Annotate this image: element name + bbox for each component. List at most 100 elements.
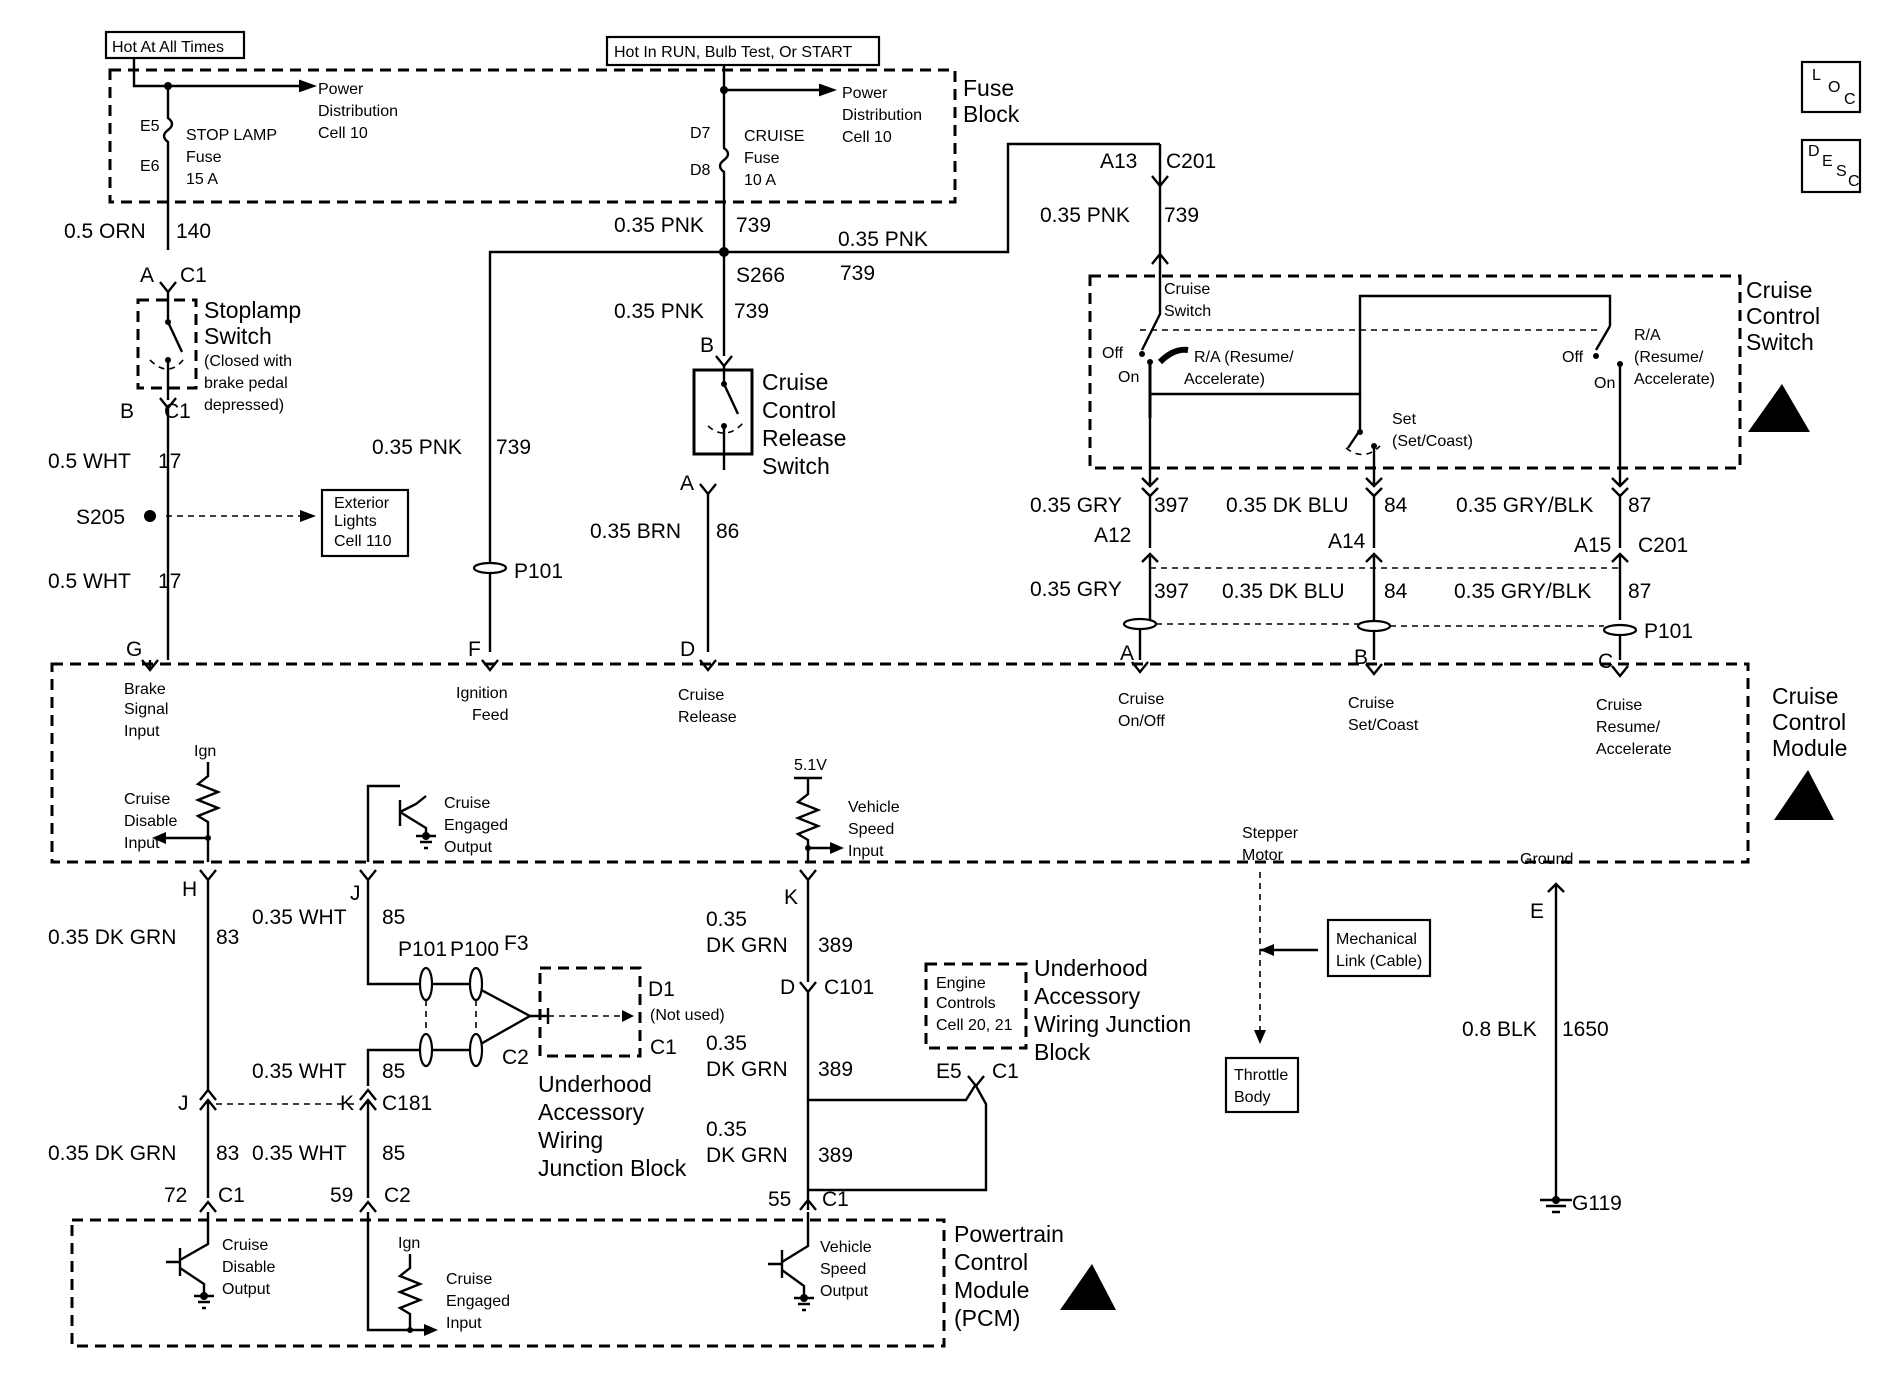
svg-text:739: 739	[840, 262, 875, 285]
svg-text:0.35 PNK: 0.35 PNK	[1040, 204, 1130, 227]
svg-text:K: K	[340, 1092, 354, 1115]
svg-text:0.35 DK GRN: 0.35 DK GRN	[48, 926, 176, 949]
stoplamp-circuit: 0.5 ORN 140 A C1 Stoplamp Switch (Closed…	[48, 220, 410, 672]
svg-text:DK GRN: DK GRN	[706, 1058, 788, 1081]
svg-text:389: 389	[818, 1058, 853, 1081]
svg-text:0.35: 0.35	[706, 1032, 747, 1055]
svg-text:Block: Block	[1034, 1039, 1091, 1065]
svg-text:Brake: Brake	[124, 681, 166, 698]
svg-text:15 A: 15 A	[186, 171, 218, 188]
svg-text:Output: Output	[444, 839, 493, 856]
svg-text:Ground: Ground	[1520, 851, 1573, 868]
svg-text:P101: P101	[398, 938, 447, 961]
svg-text:Accelerate): Accelerate)	[1184, 371, 1265, 388]
svg-text:Power: Power	[318, 81, 364, 98]
svg-text:Speed: Speed	[848, 821, 894, 838]
loc-badge[interactable]: L O C	[1800, 60, 1862, 114]
svg-text:Accessory: Accessory	[1034, 983, 1141, 1009]
svg-text:Cruise: Cruise	[762, 369, 828, 395]
svg-text:0.35 DK BLU: 0.35 DK BLU	[1226, 494, 1349, 517]
svg-text:Control: Control	[762, 397, 836, 423]
svg-text:0.35 GRY: 0.35 GRY	[1030, 578, 1122, 601]
svg-text:86: 86	[716, 520, 739, 543]
svg-text:0.35 GRY/BLK: 0.35 GRY/BLK	[1456, 494, 1593, 517]
svg-text:C1: C1	[218, 1184, 245, 1207]
svg-text:D: D	[1808, 143, 1820, 160]
svg-text:S266: S266	[736, 264, 785, 287]
svg-text:0.35 PNK: 0.35 PNK	[614, 214, 704, 237]
svg-text:Disable: Disable	[124, 813, 177, 830]
svg-text:Powertrain: Powertrain	[954, 1221, 1064, 1247]
svg-text:C201: C201	[1166, 150, 1216, 173]
svg-text:0.35 GRY/BLK: 0.35 GRY/BLK	[1454, 580, 1591, 603]
svg-text:17: 17	[158, 450, 181, 473]
svg-text:G: G	[126, 638, 142, 661]
svg-text:0.35: 0.35	[706, 908, 747, 931]
svg-text:S: S	[1836, 163, 1847, 180]
svg-text:1650: 1650	[1562, 1018, 1609, 1041]
svg-text:0.8 BLK: 0.8 BLK	[1462, 1018, 1537, 1041]
svg-text:397: 397	[1154, 494, 1189, 517]
svg-text:J: J	[178, 1092, 189, 1115]
svg-text:0.5 WHT: 0.5 WHT	[48, 450, 131, 473]
svg-text:C1: C1	[164, 400, 191, 423]
svg-text:Resume/: Resume/	[1596, 719, 1661, 736]
svg-text:Cruise: Cruise	[1596, 697, 1642, 714]
svg-text:85: 85	[382, 1060, 405, 1083]
svg-text:F3: F3	[504, 932, 529, 955]
svg-text:(PCM): (PCM)	[954, 1305, 1020, 1331]
esd-warning-icon	[1774, 770, 1834, 820]
svg-text:84: 84	[1384, 580, 1408, 603]
svg-text:Vehicle: Vehicle	[848, 799, 900, 816]
svg-text:Cruise: Cruise	[446, 1271, 492, 1288]
svg-text:R/A: R/A	[1634, 327, 1661, 344]
svg-text:85: 85	[382, 906, 405, 929]
svg-text:Distribution: Distribution	[842, 107, 922, 124]
svg-text:Engaged: Engaged	[444, 817, 508, 834]
svg-text:Wiring: Wiring	[538, 1127, 603, 1153]
svg-text:Switch: Switch	[1164, 303, 1211, 320]
svg-text:Underhood: Underhood	[538, 1071, 652, 1097]
pnk-739-distribution: 0.35 PNK 739 S266 0.35 PNK 739 0.35 PNK …	[372, 142, 1160, 672]
svg-text:J: J	[350, 882, 361, 905]
fuse-block: Fuse Block Power Distribution Cell 10 E5…	[108, 58, 1020, 252]
svg-text:C2: C2	[384, 1184, 411, 1207]
svg-text:(Closed with: (Closed with	[204, 353, 292, 370]
underhood-block-1	[538, 966, 642, 1058]
svg-text:On: On	[1594, 375, 1615, 392]
svg-text:0.5 WHT: 0.5 WHT	[48, 570, 131, 593]
svg-text:Cruise: Cruise	[444, 795, 490, 812]
svg-text:C181: C181	[382, 1092, 432, 1115]
svg-text:0.35 PNK: 0.35 PNK	[838, 228, 928, 251]
svg-text:P100: P100	[450, 938, 499, 961]
svg-text:B: B	[120, 400, 134, 423]
svg-text:0.35 PNK: 0.35 PNK	[372, 436, 462, 459]
svg-text:(Set/Coast): (Set/Coast)	[1392, 433, 1473, 450]
cruise-fuse	[718, 90, 730, 252]
svg-text:Cruise: Cruise	[1746, 277, 1812, 303]
svg-text:Vehicle: Vehicle	[820, 1239, 872, 1256]
svg-text:87: 87	[1628, 580, 1651, 603]
desc-badge[interactable]: D E S C	[1800, 138, 1862, 194]
engine-controls-box	[924, 962, 1028, 1050]
svg-text:A14: A14	[1328, 530, 1366, 553]
svg-text:C1: C1	[992, 1060, 1019, 1083]
svg-text:Disable: Disable	[222, 1259, 275, 1276]
svg-text:0.35 BRN: 0.35 BRN	[590, 520, 681, 543]
svg-text:Feed: Feed	[472, 707, 508, 724]
svg-text:(Not used): (Not used)	[650, 1007, 725, 1024]
svg-text:S205: S205	[76, 506, 125, 529]
svg-text:Cruise: Cruise	[1348, 695, 1394, 712]
svg-text:C: C	[1598, 650, 1613, 673]
svg-text:Wiring Junction: Wiring Junction	[1034, 1011, 1191, 1037]
svg-text:Switch: Switch	[204, 323, 272, 349]
svg-text:A: A	[140, 264, 154, 287]
svg-text:0.35 PNK: 0.35 PNK	[614, 300, 704, 323]
svg-text:C101: C101	[824, 976, 874, 999]
svg-text:depressed): depressed)	[204, 397, 284, 414]
svg-text:Control: Control	[1772, 709, 1846, 735]
cruise-control-module: Cruise Control Module Brake Signal Input…	[50, 662, 1847, 868]
svg-text:E5: E5	[936, 1060, 962, 1083]
svg-text:Motor: Motor	[1242, 847, 1284, 864]
